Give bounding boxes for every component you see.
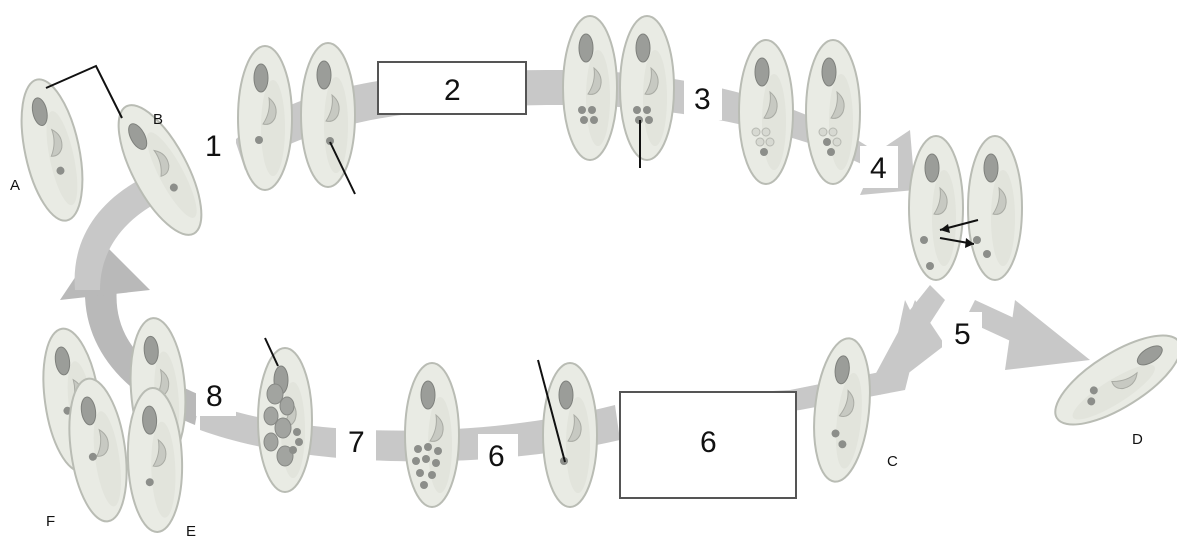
label-4: 4	[870, 152, 887, 185]
cell-stage8	[257, 347, 313, 493]
label-3: 3	[694, 83, 711, 116]
exchange-arrows	[939, 219, 979, 248]
cell-E	[124, 386, 186, 534]
cell-stage6	[542, 362, 598, 508]
cell-stage1-left	[237, 45, 293, 191]
cell-stage3-left	[738, 39, 794, 185]
cell-C	[806, 334, 878, 486]
cell-stage7	[404, 362, 460, 508]
letter-D: D	[1132, 431, 1143, 448]
letter-C: C	[887, 453, 898, 470]
cell-F	[60, 373, 136, 527]
cell-stage4-left	[908, 135, 964, 281]
label-1: 1	[205, 130, 222, 163]
cell-stage1-right	[300, 42, 356, 188]
letter-B: B	[153, 111, 163, 128]
pointer-A-B	[45, 64, 123, 119]
label-6-box: 6	[700, 426, 717, 459]
answer-box-6[interactable]	[619, 391, 797, 499]
label-2: 2	[444, 74, 461, 107]
cell-D	[1041, 317, 1177, 443]
pointer-stage8	[264, 337, 279, 367]
label-8: 8	[206, 380, 223, 413]
branch-arrow-5	[875, 285, 1090, 395]
letter-F: F	[46, 513, 55, 530]
answer-box-2[interactable]	[377, 61, 527, 115]
cell-stage3-right	[805, 39, 861, 185]
letter-E: E	[186, 523, 196, 539]
cell-stage2-left	[562, 15, 618, 161]
label-5: 5	[954, 318, 971, 351]
pointer-stage1	[329, 141, 356, 195]
cell-stage4-right	[967, 135, 1023, 281]
cell-B	[101, 92, 219, 248]
label-6: 6	[488, 440, 505, 473]
label-7: 7	[348, 426, 365, 459]
cell-A	[9, 72, 95, 228]
letter-A: A	[10, 177, 20, 194]
pointer-stage6	[537, 359, 566, 463]
cell-stage2-right	[619, 15, 675, 161]
